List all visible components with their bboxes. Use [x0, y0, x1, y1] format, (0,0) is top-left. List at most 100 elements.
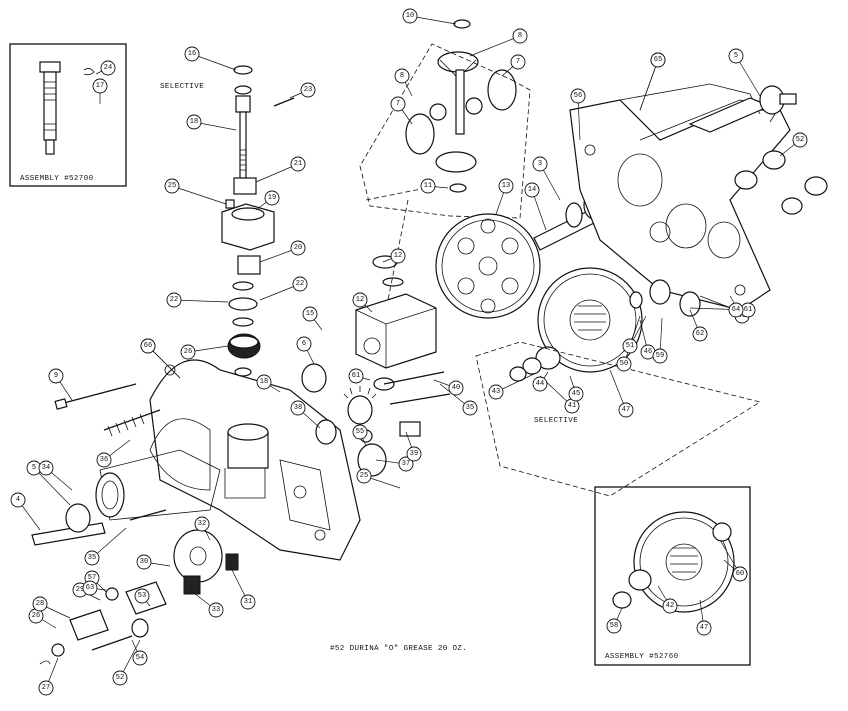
part-callout-63: 63 [82, 580, 98, 596]
leader-line [639, 59, 659, 111]
part-callout-22: 22 [166, 292, 182, 308]
part-callout-45: 45 [568, 386, 584, 402]
callout-bubble [166, 292, 182, 308]
callout-bubble [48, 368, 64, 384]
callout-bubble [622, 338, 638, 354]
callout-bubble [532, 156, 548, 172]
callout-number: 61 [352, 372, 360, 380]
callout-bubble [792, 132, 808, 148]
center-gear-housing [355, 255, 437, 391]
part-callout-65: 65 [650, 52, 666, 68]
callout-number: 57 [88, 574, 96, 582]
assembly-52700-inset: ASSEMBLY #52700 [9, 43, 127, 187]
callout-number: 35 [88, 554, 96, 562]
part-callout-61: 61 [348, 368, 364, 384]
differential-gear-cluster [405, 19, 517, 193]
mid-small-parts [301, 363, 451, 477]
leader-line [255, 163, 299, 183]
part-callout-33: 33 [208, 602, 224, 618]
part-callout-22: 22 [292, 276, 308, 292]
callout-number: 13 [502, 182, 510, 190]
callout-bubble [186, 114, 202, 130]
callout-bubble [568, 386, 584, 402]
part-callout-32: 32 [194, 516, 210, 532]
part-callout-13: 13 [498, 178, 514, 194]
callout-number: 17 [96, 82, 104, 90]
callout-number: 65 [654, 56, 662, 64]
leader-line [147, 345, 181, 379]
callout-number: 63 [86, 584, 94, 592]
callout-bubble [348, 368, 364, 384]
callout-number: 24 [104, 64, 112, 72]
callout-number: 37 [402, 460, 410, 468]
callout-number: 56 [574, 92, 582, 100]
callout-number: 31 [244, 598, 252, 606]
callout-bubble [462, 400, 478, 416]
callout-number: 4 [16, 496, 20, 504]
callout-number: 58 [610, 622, 618, 630]
part-callout-12: 12 [352, 292, 368, 308]
callout-number: 27 [42, 684, 50, 692]
leader-line [469, 35, 521, 57]
callout-number: 42 [666, 602, 674, 610]
part-callout-53: 53 [134, 588, 150, 604]
callout-bubble [498, 178, 514, 194]
leader-line [191, 53, 237, 71]
callout-number: 28 [36, 600, 44, 608]
part-callout-9: 9 [48, 368, 64, 384]
leader-line [409, 15, 457, 25]
part-callout-18: 18 [256, 374, 272, 390]
callout-bubble [398, 456, 414, 472]
part-callout-5: 5 [26, 460, 42, 476]
callout-bubble [32, 596, 48, 612]
part-callout-3: 3 [532, 156, 548, 172]
callout-bubble [240, 594, 256, 610]
callout-number: 33 [212, 606, 220, 614]
part-callout-17: 17 [92, 78, 108, 94]
part-callout-64: 64 [728, 302, 744, 318]
callout-number: 19 [268, 194, 276, 202]
callout-number: 51 [626, 342, 634, 350]
output-outline [475, 341, 762, 497]
callout-number: 52 [116, 674, 124, 682]
callout-bubble [10, 492, 26, 508]
callout-bubble [194, 516, 210, 532]
callout-bubble [38, 460, 54, 476]
callout-bubble [300, 82, 316, 98]
callout-bubble [296, 336, 312, 352]
callout-number: 15 [306, 310, 314, 318]
callout-bubble [92, 78, 108, 94]
part-callout-42: 42 [662, 598, 678, 614]
callout-bubble [524, 182, 540, 198]
part-callout-40: 40 [448, 380, 464, 396]
callout-bubble [618, 402, 634, 418]
selective-label-top: SELECTIVE [160, 83, 204, 91]
callout-bubble [290, 240, 306, 256]
callout-number: 53 [138, 592, 146, 600]
callout-bubble [696, 620, 712, 636]
part-callout-11: 11 [420, 178, 436, 194]
part-callout-27: 27 [38, 680, 54, 696]
part-callout-35: 35 [462, 400, 478, 416]
part-callout-47: 47 [618, 402, 634, 418]
callout-bubble [652, 348, 668, 364]
part-callout-14: 14 [524, 182, 540, 198]
callout-bubble [732, 566, 748, 582]
callout-bubble [184, 46, 200, 62]
callout-number: 29 [76, 586, 84, 594]
part-callout-39: 39 [406, 446, 422, 462]
part-callout-51: 51 [622, 338, 638, 354]
assembly-right-label: ASSEMBLY #52760 [605, 653, 679, 661]
callout-bubble [394, 68, 410, 84]
callout-bubble [352, 424, 368, 440]
callout-number: 25 [168, 182, 176, 190]
part-callout-7: 7 [510, 54, 526, 70]
part-callout-7: 7 [390, 96, 406, 112]
part-callout-24: 24 [100, 60, 116, 76]
callout-number: 38 [294, 404, 302, 412]
part-callout-15: 15 [302, 306, 318, 322]
part-callout-46: 46 [640, 344, 656, 360]
callout-bubble [136, 554, 152, 570]
callout-number: 26 [32, 612, 40, 620]
callout-number: 43 [492, 388, 500, 396]
